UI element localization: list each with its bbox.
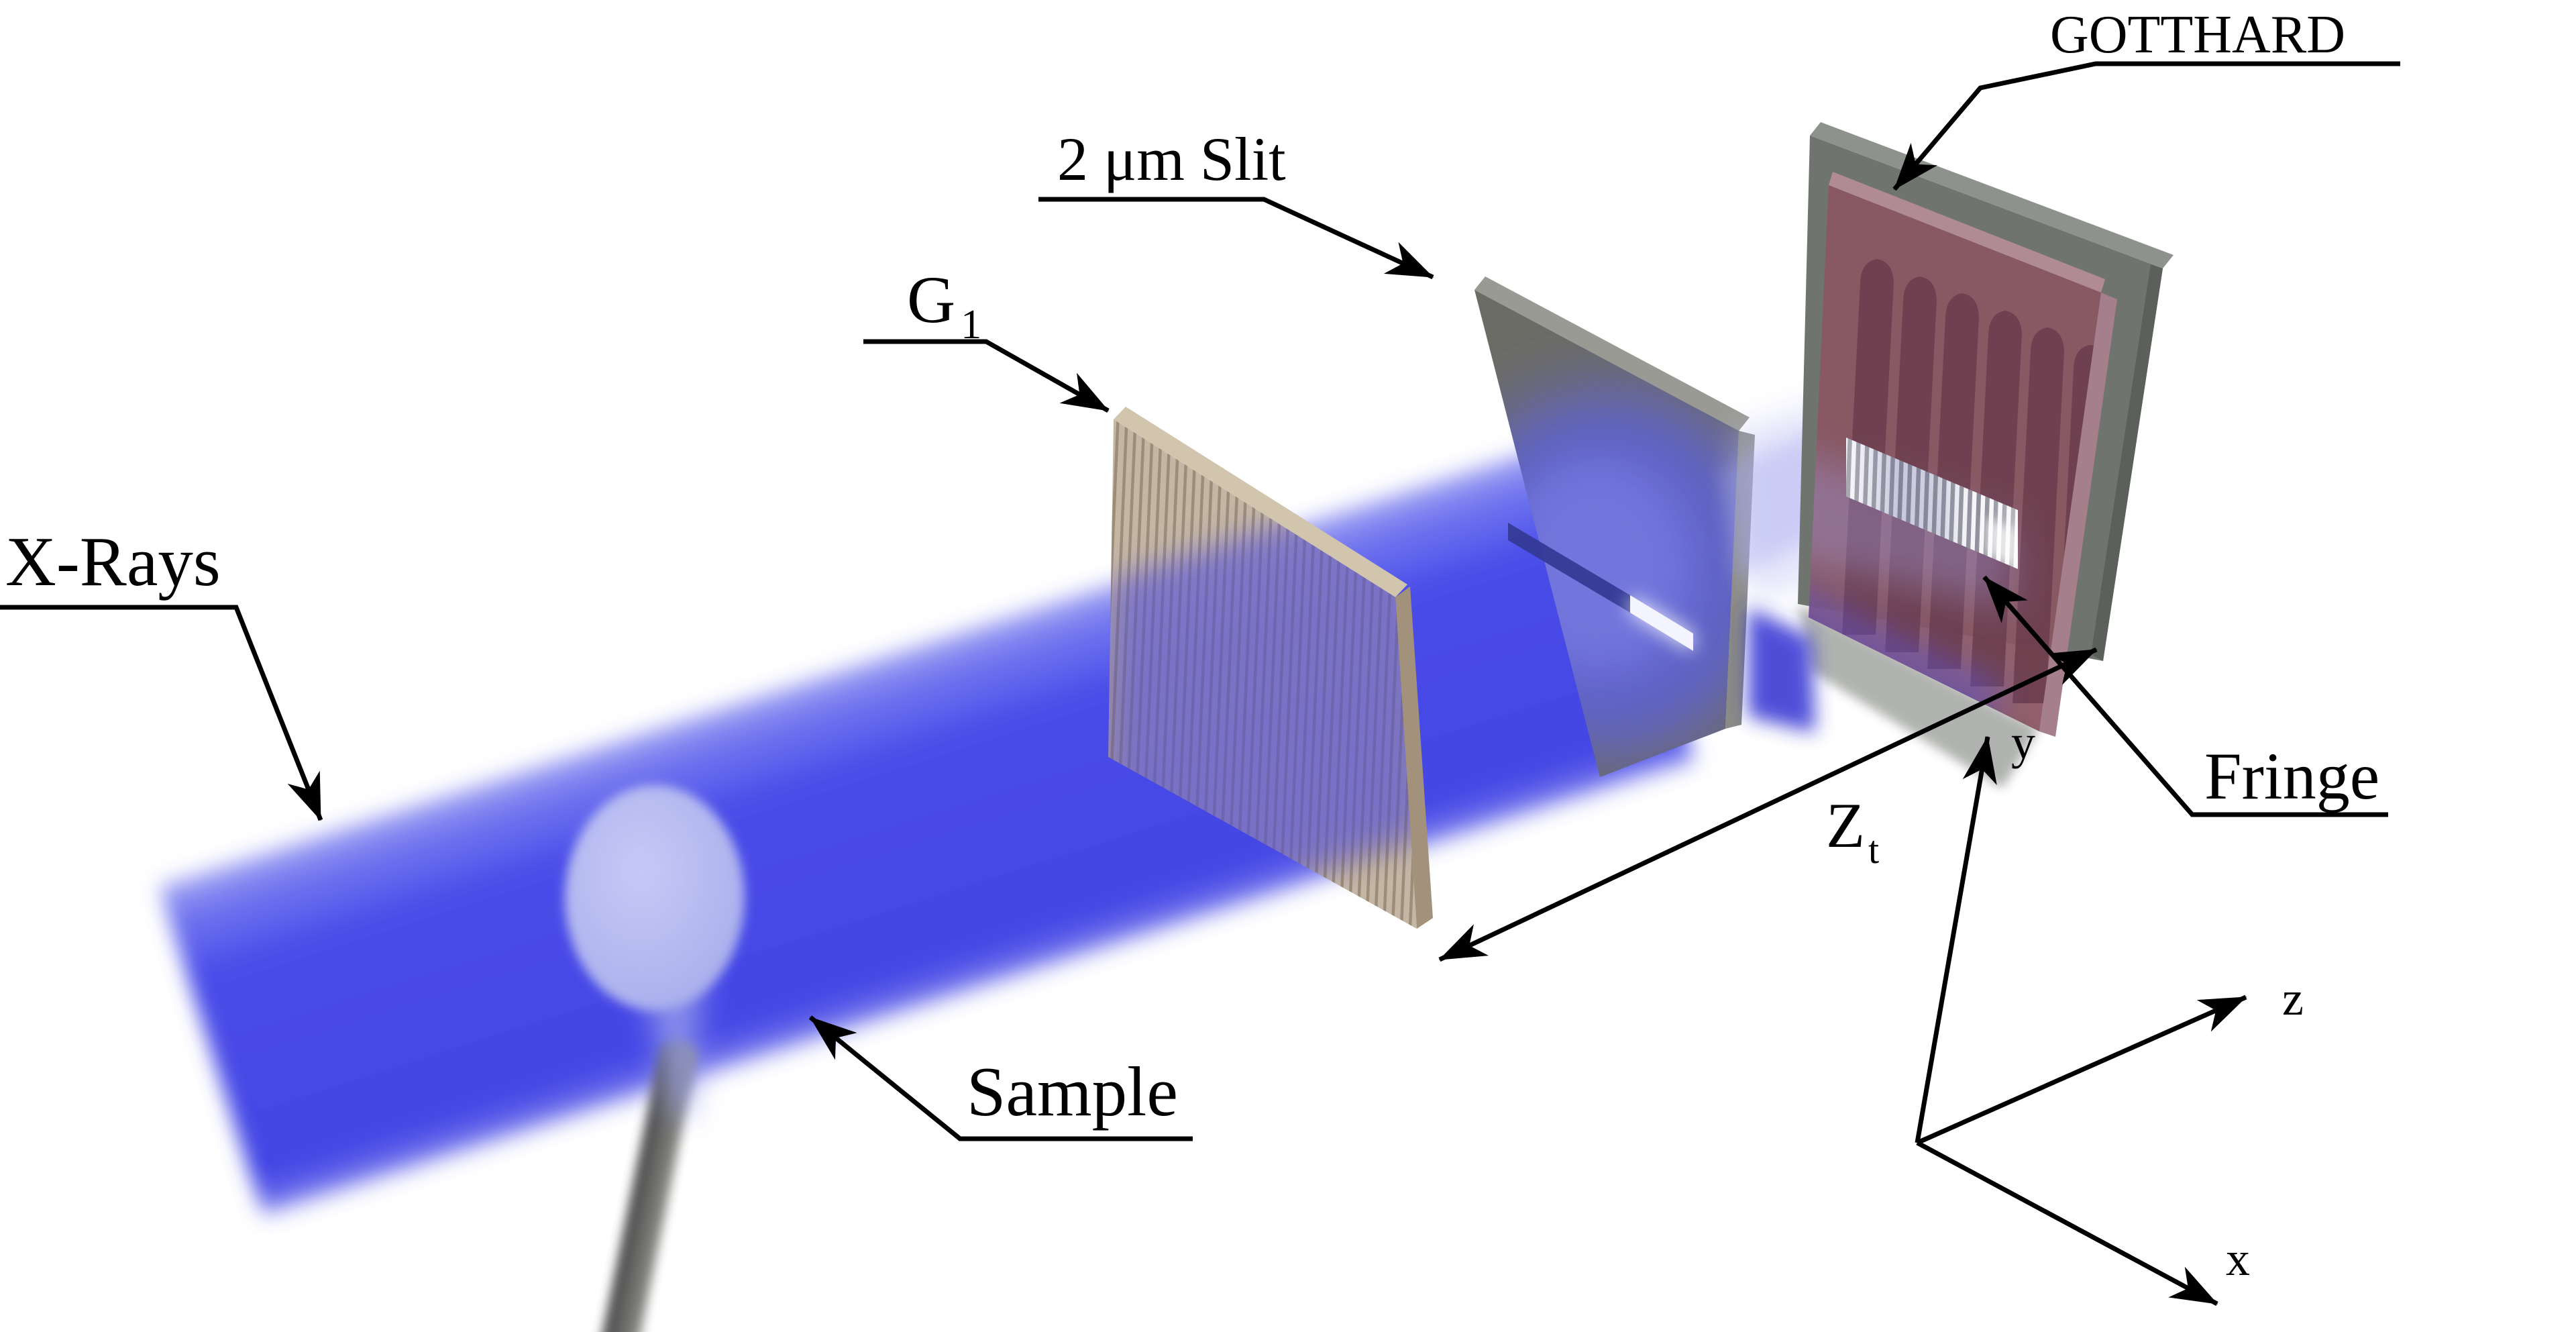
slit-plate-top-bevel xyxy=(1474,276,1750,431)
y-axis-arrow xyxy=(1915,735,1997,1143)
z-axis-arrow xyxy=(1916,994,2247,1145)
sample xyxy=(565,785,745,1332)
slit-leader-arrow xyxy=(1038,197,1434,280)
fringe-bright-end xyxy=(1986,517,2018,569)
label-sample: Sample xyxy=(967,1052,1178,1131)
label-slit: 2 μm Slit xyxy=(1057,125,1286,193)
coordinate-axes: y z x xyxy=(1915,715,2304,1307)
xray-beam xyxy=(156,422,1699,1227)
zt-distance-arrow xyxy=(1438,647,2098,962)
gotthard-detector xyxy=(1748,122,2174,788)
fringe-pattern xyxy=(1846,438,2018,569)
slit-aperture-bright-segment xyxy=(1630,595,1693,651)
sample-leader-arrow xyxy=(808,1015,1193,1141)
sample-pin xyxy=(598,1039,697,1332)
label-zt: Zt xyxy=(1826,790,1879,872)
sample-sphere xyxy=(565,785,745,1011)
grating-right-bevel xyxy=(1395,586,1433,929)
beam-haze-on-detector xyxy=(1809,443,2012,607)
grating-top-bevel xyxy=(1114,407,1407,597)
annotations xyxy=(0,61,2400,1141)
x-axis-label: x xyxy=(2226,1232,2250,1286)
x-axis-arrow xyxy=(1916,1140,2218,1307)
label-g1-subscript: 1 xyxy=(961,302,981,348)
detector-panel-right-bevel xyxy=(2039,293,2117,737)
detector-panel-top-bevel xyxy=(1829,172,2105,293)
slit-aperture xyxy=(1508,523,1693,652)
gotthard-leader-arrow xyxy=(1892,61,2400,191)
label-fringe: Fringe xyxy=(2204,739,2379,813)
label-zt-subscript: t xyxy=(1868,828,1879,872)
z-axis-label: z xyxy=(2282,972,2304,1025)
g1-leader-arrow xyxy=(863,339,1110,413)
label-g1-base: G xyxy=(907,262,955,337)
label-xrays: X-Rays xyxy=(5,522,221,601)
detector-back-right-bevel xyxy=(2091,264,2163,661)
slit-aperture-dark-segment xyxy=(1508,523,1630,613)
y-axis-label: y xyxy=(2011,715,2035,769)
xrays-leader-arrow xyxy=(0,605,323,821)
label-gotthard: GOTTHARD xyxy=(2050,5,2345,64)
label-zt-base: Z xyxy=(1826,790,1865,861)
